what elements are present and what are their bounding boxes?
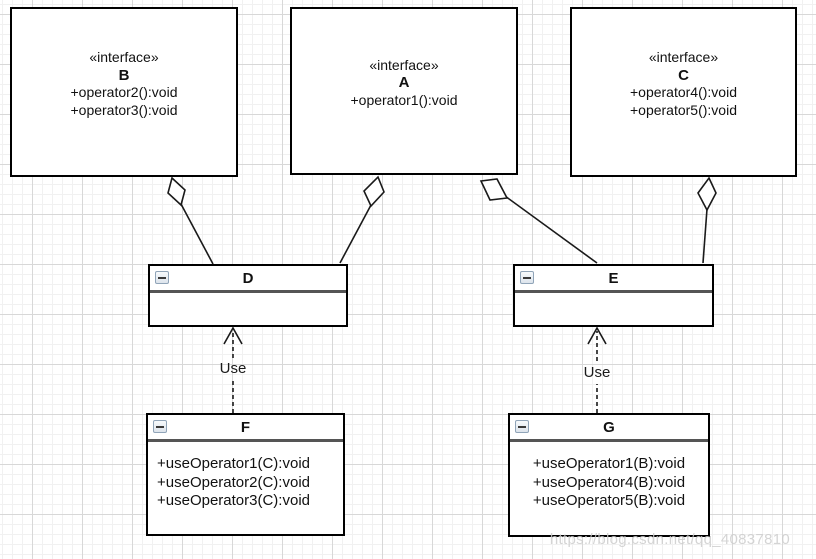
open-arrowhead-icon [223, 326, 243, 345]
method-label: +useOperator4(B):void [532, 473, 686, 491]
dependency-edge-F-D[interactable] [223, 326, 243, 413]
dependency-edge-G-E[interactable] [587, 326, 607, 413]
class-body: +useOperator1(B):void +useOperator4(B):v… [510, 442, 708, 535]
interface-name: C [678, 66, 689, 84]
aggregation-diamond-icon [363, 175, 385, 208]
edge-line [339, 204, 372, 264]
method-label: +useOperator1(B):void [532, 455, 686, 472]
class-node-D[interactable]: D [148, 264, 348, 327]
watermark-text: https://blog.csdn.net/qq_40837810 [549, 531, 790, 548]
class-node-E[interactable]: E [513, 264, 714, 327]
operation-label: +operator4():void [629, 84, 737, 100]
operation-label: +operator3():void [70, 101, 178, 118]
minus-icon [156, 425, 164, 428]
operation-label: +operator1():void [350, 91, 458, 108]
aggregation-edge-E-C[interactable] [697, 176, 717, 264]
class-node-F[interactable]: F +useOperator1(C):void +useOperator2(C)… [146, 413, 345, 536]
class-name: E [608, 269, 619, 287]
minus-icon [158, 276, 166, 279]
aggregation-diamond-icon [167, 176, 186, 207]
method-label: +useOperator1(C):void [157, 455, 310, 472]
edge-line [180, 203, 214, 265]
stereotype-label: «interface» [369, 56, 439, 73]
aggregation-diamond-icon [697, 176, 717, 212]
edge-label-use: Use [219, 360, 247, 377]
interface-node-C[interactable]: «interface» C +operator4():void +operato… [570, 7, 797, 177]
collapse-button[interactable] [515, 420, 529, 433]
class-name: D [242, 269, 254, 287]
aggregation-edge-D-A[interactable] [339, 175, 385, 264]
stereotype-label: «interface» [89, 49, 159, 65]
edge-line [504, 195, 598, 264]
aggregation-edge-E-A[interactable] [479, 178, 598, 264]
interface-name: A [398, 74, 410, 92]
aggregation-edge-D-B[interactable] [167, 176, 214, 265]
edge-line [702, 208, 708, 264]
interface-node-B[interactable]: «interface» B +operator2():void +operato… [10, 7, 238, 177]
minus-icon [523, 276, 531, 279]
class-header: G [510, 415, 708, 442]
class-name: F [240, 418, 251, 436]
stereotype-label: «interface» [648, 49, 719, 65]
collapse-button[interactable] [153, 420, 167, 433]
collapse-button[interactable] [155, 271, 169, 284]
interface-name: B [118, 66, 130, 84]
method-label: +useOperator2(C):void [157, 473, 310, 491]
open-arrowhead-icon [587, 326, 607, 345]
method-label: +useOperator5(B):void [532, 492, 686, 509]
class-body: +useOperator1(C):void +useOperator2(C):v… [148, 442, 343, 534]
class-header: F [148, 415, 343, 442]
interface-node-A[interactable]: «interface» A +operator1():void [290, 7, 518, 175]
class-header: E [515, 266, 712, 293]
operation-label: +operator5():void [629, 101, 737, 118]
minus-icon [518, 425, 526, 428]
collapse-button[interactable] [520, 271, 534, 284]
class-header: D [150, 266, 346, 293]
method-label: +useOperator3(C):void [157, 492, 310, 509]
aggregation-diamond-icon [479, 178, 509, 201]
class-name: G [603, 418, 615, 436]
operation-label: +operator2():void [70, 84, 178, 100]
class-node-G[interactable]: G +useOperator1(B):void +useOperator4(B)… [508, 413, 710, 537]
edge-label-use: Use [583, 364, 611, 381]
